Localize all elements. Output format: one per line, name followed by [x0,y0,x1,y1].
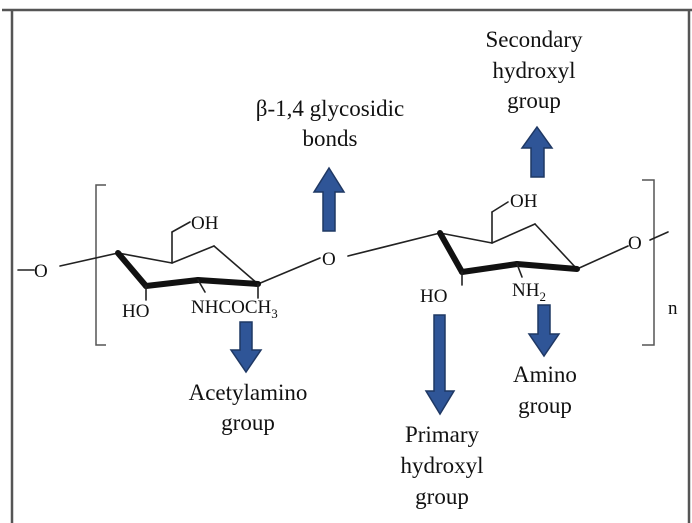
repeat-count-n: n [668,298,678,319]
figure-frame [2,8,692,523]
amino-label-line1: Amino [513,362,577,387]
acetylamino-substituent: NHCOCH3 [191,297,278,321]
glycosidic-label-line2: bonds [303,126,358,151]
arrow-down-icon [424,314,456,416]
right-pyranose-ring [437,201,580,286]
amino-substituent: NH2 [512,280,546,304]
oxygen-right: O [628,233,642,254]
secondary-ho-right: HO [420,286,447,307]
repeat-bracket-right [642,179,655,346]
glycosidic-label-line1: β-1,4 glycosidic [256,96,404,121]
amino-label-line2: group [518,393,572,418]
left-pyranose-ring [115,221,261,301]
acetylamino-label-line1: Acetylamino [189,380,308,405]
secondary-ho-left: HO [122,301,149,322]
oxygen-left: O [34,261,48,282]
oxygen-glycosidic: O [322,249,336,270]
secondary-hydroxyl-label-line3: group [507,88,561,113]
arrow-down-icon [229,321,263,374]
primary-hydroxyl-label-line1: Primary [405,422,480,447]
primary-oh-right: OH [510,191,538,212]
acetylamino-label-line2: group [221,410,275,435]
arrow-down-icon [527,304,561,358]
primary-oh-left: OH [191,213,219,234]
primary-hydroxyl-label-line3: group [415,484,469,509]
primary-hydroxyl-label-line2: hydroxyl [400,453,483,478]
chain-bonds [17,231,669,285]
repeat-bracket-left [95,184,106,346]
secondary-hydroxyl-label-line2: hydroxyl [492,58,575,83]
arrow-up-icon [312,166,346,232]
secondary-hydroxyl-label-line1: Secondary [485,27,583,52]
arrow-up-icon [520,125,554,178]
